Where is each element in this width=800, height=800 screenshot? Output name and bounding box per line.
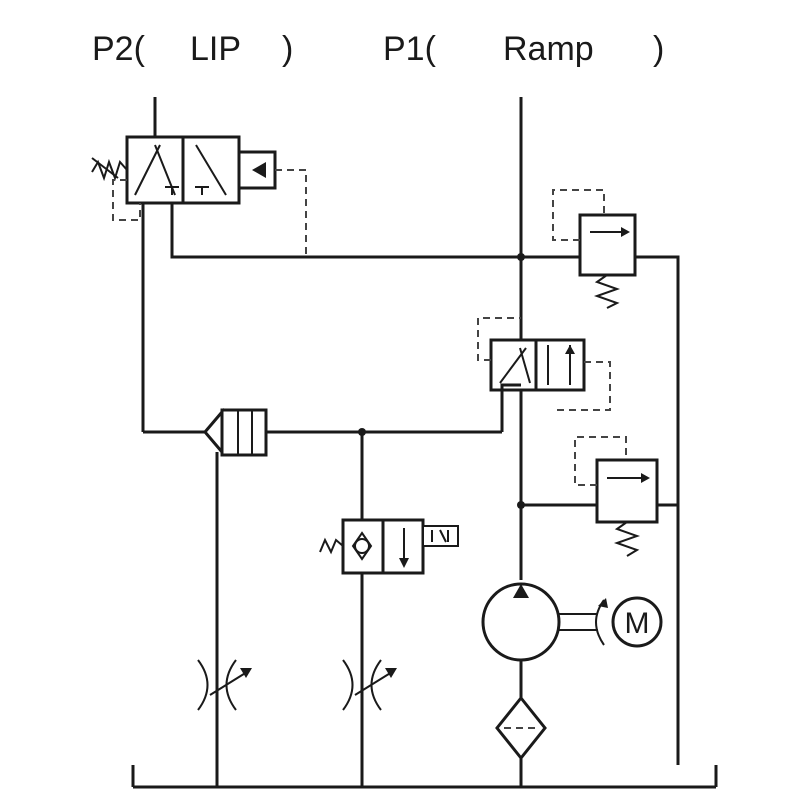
- shuttle-valve: [141, 203, 502, 457]
- port-p1-name: Ramp: [503, 30, 594, 68]
- port-p1-prefix: P1(: [383, 30, 436, 68]
- tank-return-line: [131, 765, 718, 789]
- pump-shaft-coupling: [559, 598, 608, 646]
- top-directional-valve: [91, 135, 277, 205]
- middle-directional-valve: [477, 317, 611, 432]
- branch-lines: [215, 432, 364, 787]
- left-throttle-valve: [197, 659, 252, 711]
- suction-filter: [495, 695, 547, 787]
- top-valve-pilot-lines: [112, 169, 307, 255]
- hydraulic-pump: [481, 582, 561, 698]
- motor-label: M: [625, 607, 650, 640]
- electric-motor: M: [611, 596, 663, 648]
- upper-relief-valve: [552, 189, 637, 309]
- port-p1-suffix: ): [653, 30, 665, 68]
- port-p2-suffix: ): [282, 30, 294, 68]
- top-valve-return-line: [170, 203, 680, 765]
- port-p2-prefix: P2(: [92, 30, 145, 68]
- solenoid-check-valve: [319, 518, 459, 575]
- lower-relief-valve: [521, 436, 678, 557]
- port-p2-name: LIP: [190, 30, 242, 68]
- right-throttle-valve: [342, 659, 397, 711]
